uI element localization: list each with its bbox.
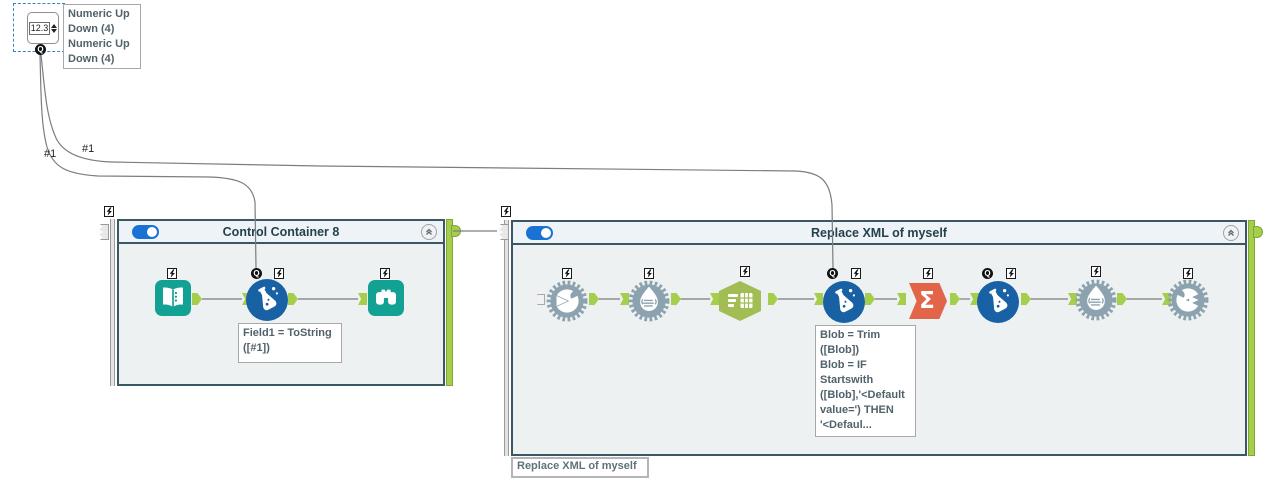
lightning-badge bbox=[923, 268, 933, 279]
input-anchor[interactable] bbox=[358, 293, 367, 305]
output-anchor[interactable] bbox=[1021, 293, 1031, 305]
lightning-icon bbox=[503, 207, 509, 216]
list-table-icon bbox=[728, 293, 753, 308]
numeric-updown-tool[interactable]: 12.3 bbox=[27, 12, 59, 44]
macro-input-tool[interactable] bbox=[546, 280, 588, 327]
output-anchor[interactable] bbox=[865, 293, 875, 305]
gear-droplet-coil-icon bbox=[1075, 279, 1117, 321]
container1-collapse-button[interactable] bbox=[421, 224, 437, 240]
connection-label-1: #1 bbox=[44, 148, 57, 160]
lightning-badge bbox=[104, 206, 114, 217]
lightning-badge bbox=[644, 268, 654, 279]
spinner-down-icon bbox=[51, 28, 58, 33]
macro-output-tool[interactable] bbox=[1167, 279, 1209, 326]
lightning-icon bbox=[646, 269, 652, 278]
chevron-up-icon bbox=[1228, 229, 1234, 236]
question-output-anchor[interactable]: Q bbox=[35, 44, 46, 55]
input-anchor[interactable] bbox=[1068, 293, 1077, 305]
formula-annotation[interactable]: Blob = Trim ([Blob]) Blob = IF Startswit… bbox=[815, 325, 916, 437]
formula-tool[interactable] bbox=[246, 279, 288, 321]
container2-title: Replace XML of myself bbox=[811, 225, 947, 240]
gear-macro-output-icon bbox=[1167, 279, 1209, 321]
container1-title: Control Container 8 bbox=[222, 224, 340, 239]
lightning-icon bbox=[1008, 269, 1014, 278]
gear-macro-input-icon bbox=[546, 280, 588, 322]
container2-collapse-button[interactable] bbox=[1223, 225, 1239, 241]
container2-footer-label[interactable]: Replace XML of myself bbox=[511, 457, 649, 478]
flask-icon bbox=[258, 286, 279, 311]
input-anchor[interactable] bbox=[710, 293, 719, 305]
container2-enable-toggle[interactable] bbox=[526, 226, 553, 240]
lightning-badge bbox=[562, 268, 572, 279]
container2-output-anchor[interactable] bbox=[1253, 226, 1263, 238]
input-anchor[interactable] bbox=[897, 293, 906, 305]
input-anchor[interactable] bbox=[814, 293, 823, 305]
output-anchor[interactable] bbox=[192, 293, 202, 305]
lightning-icon bbox=[106, 207, 112, 216]
flask-icon bbox=[989, 288, 1010, 313]
container1-header[interactable]: Control Container 8 bbox=[119, 221, 443, 244]
container2-left-bar bbox=[504, 220, 509, 456]
lightning-badge bbox=[740, 266, 750, 277]
spinner-up-icon bbox=[51, 23, 58, 28]
container1-left-bar bbox=[110, 219, 115, 386]
binoculars-icon bbox=[376, 289, 396, 305]
container1-output-anchor[interactable] bbox=[451, 225, 461, 237]
question-input-anchor[interactable]: Q bbox=[827, 268, 838, 279]
numeric-tool-annotation[interactable]: Numeric Up Down (4) Numeric Up Down (4) bbox=[63, 4, 141, 69]
lightning-icon bbox=[169, 269, 175, 278]
input-anchor[interactable] bbox=[970, 293, 979, 305]
container2-input-anchor[interactable] bbox=[498, 224, 509, 240]
container2-header[interactable]: Replace XML of myself bbox=[513, 222, 1245, 245]
lightning-icon bbox=[276, 269, 282, 278]
lightning-icon bbox=[382, 269, 388, 278]
chevron-up-icon bbox=[426, 228, 432, 235]
lightning-badge bbox=[167, 268, 177, 279]
lightning-badge bbox=[1183, 268, 1193, 279]
toggle-knob bbox=[541, 228, 551, 238]
sigma-icon: Σ bbox=[919, 287, 935, 314]
lightning-badge bbox=[1006, 268, 1016, 279]
output-anchor[interactable] bbox=[671, 293, 681, 305]
output-anchor[interactable] bbox=[768, 293, 778, 305]
output-anchor[interactable] bbox=[1117, 293, 1127, 305]
formula-tool[interactable] bbox=[977, 281, 1019, 323]
input-anchor[interactable] bbox=[620, 293, 629, 305]
blob-macro-tool[interactable] bbox=[628, 280, 670, 327]
container1-input-anchor[interactable] bbox=[98, 224, 109, 240]
spinner-icon bbox=[51, 23, 58, 33]
blob-macro-tool[interactable] bbox=[1075, 279, 1117, 326]
numeric-value: 12.3 bbox=[28, 21, 51, 35]
lightning-badge bbox=[1091, 266, 1101, 277]
question-input-anchor[interactable]: Q bbox=[982, 268, 993, 279]
book-icon bbox=[163, 287, 183, 307]
lightning-badge bbox=[274, 268, 284, 279]
lightning-icon bbox=[925, 269, 931, 278]
lightning-icon bbox=[1093, 267, 1099, 276]
container1-enable-toggle[interactable] bbox=[132, 225, 159, 239]
lightning-badge bbox=[851, 268, 861, 279]
text-input-tool[interactable] bbox=[155, 280, 191, 316]
lightning-icon bbox=[742, 267, 748, 276]
toggle-knob bbox=[147, 227, 157, 237]
lightning-badge bbox=[501, 206, 511, 217]
gear-droplet-coil-icon bbox=[628, 280, 670, 322]
container1-output-bar[interactable] bbox=[446, 219, 453, 386]
browse-tool[interactable] bbox=[368, 280, 404, 316]
lightning-icon bbox=[1185, 269, 1191, 278]
output-anchor[interactable] bbox=[288, 293, 298, 305]
lightning-icon bbox=[853, 269, 859, 278]
lightning-badge bbox=[380, 268, 390, 279]
container2-output-bar[interactable] bbox=[1248, 220, 1255, 456]
lightning-icon bbox=[564, 269, 570, 278]
output-anchor[interactable] bbox=[950, 293, 960, 305]
question-input-anchor[interactable]: Q bbox=[251, 268, 262, 279]
connection-label-2: #1 bbox=[82, 143, 95, 155]
output-anchor[interactable] bbox=[589, 293, 599, 305]
flask-icon bbox=[835, 288, 856, 313]
formula-tool[interactable] bbox=[823, 281, 865, 323]
formula-annotation[interactable]: Field1 = ToString ([#1]) bbox=[238, 323, 342, 363]
input-anchor[interactable] bbox=[1162, 293, 1171, 305]
